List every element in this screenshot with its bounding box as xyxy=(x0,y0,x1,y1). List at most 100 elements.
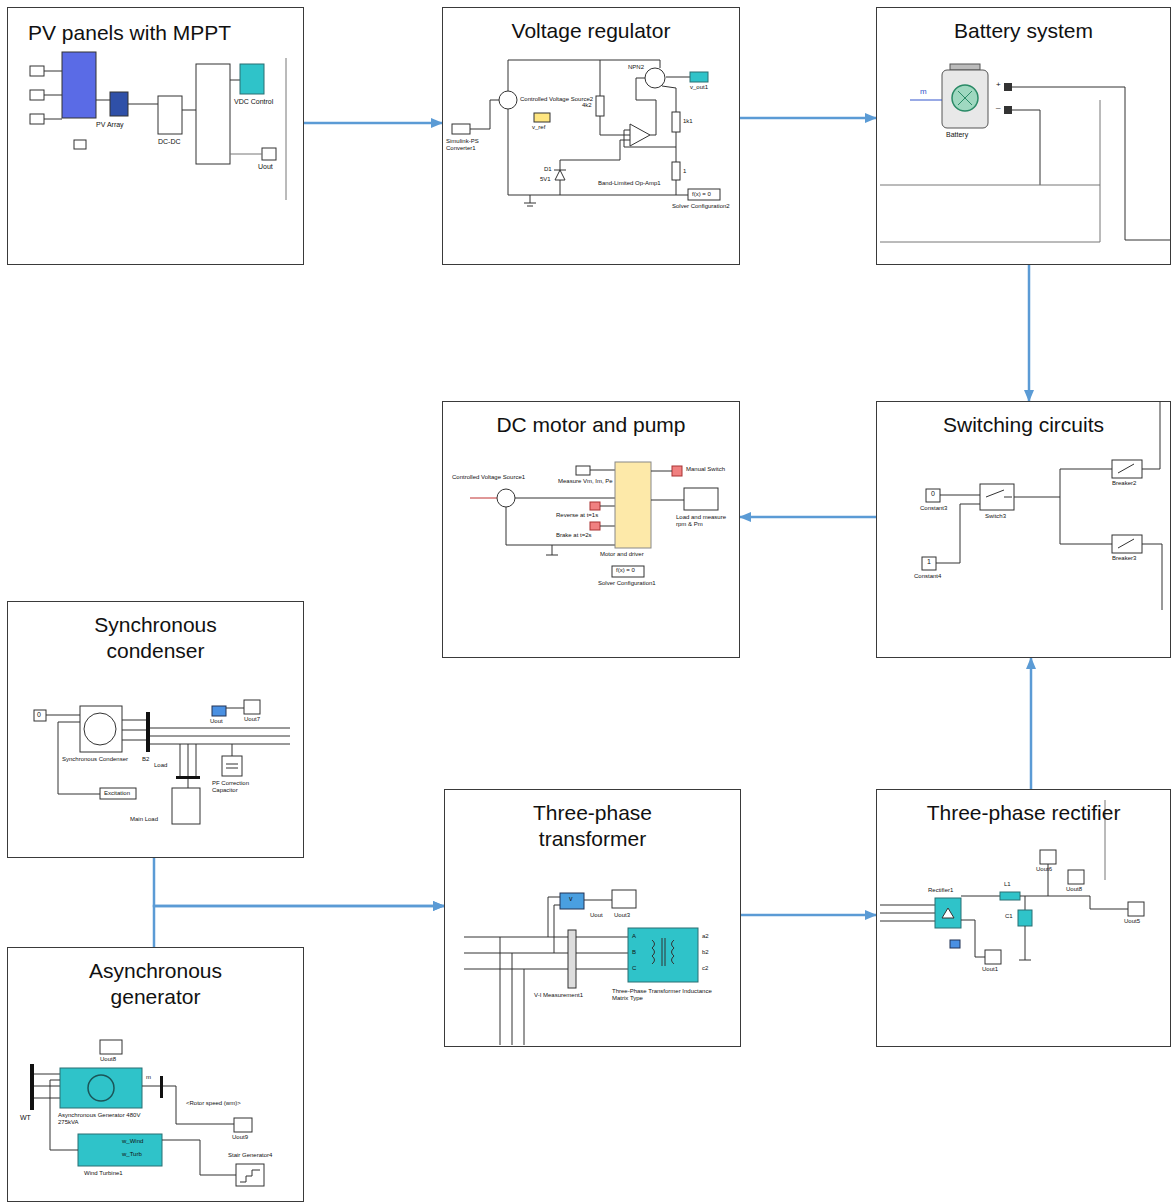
transformer-sketch-part xyxy=(652,940,655,964)
pv-model-sketch-part xyxy=(182,110,196,111)
transformer-sketch-part xyxy=(512,953,513,1045)
pv-model-sketch-part xyxy=(286,58,287,200)
model-panel: Asynchronous generator xyxy=(7,947,304,1202)
pv-model-sketch-part xyxy=(128,104,158,105)
block-label: DC-DC xyxy=(158,138,181,146)
block-label: Stair Generator4 xyxy=(228,1152,272,1159)
voltage-regulator-circuit-part xyxy=(676,180,677,195)
block-label: Brake at t=2s xyxy=(556,532,592,539)
block-label: v_out1 xyxy=(690,84,708,91)
block-label: Uout7 xyxy=(244,716,260,723)
block-label: Uout6 xyxy=(1036,866,1052,873)
switching-sketch-part xyxy=(936,504,980,563)
block-label: D1 xyxy=(544,166,552,173)
flow-arrow xyxy=(304,122,442,125)
model-panel: PV panels with MPPT xyxy=(7,7,304,265)
block-label: _ xyxy=(996,100,1000,109)
voltage-regulator-circuit-part xyxy=(690,72,708,82)
voltage-regulator-circuit-part xyxy=(596,96,604,116)
block-label: C xyxy=(632,965,636,972)
transformer-sketch-part xyxy=(464,953,568,954)
asynchronous-generator-sketch-part xyxy=(88,1075,114,1101)
synchronous-condenser-sketch-part xyxy=(172,788,200,824)
asynchronous-generator-sketch-part xyxy=(60,1068,142,1108)
panel-title: Three-phase rectifier xyxy=(889,800,1159,826)
voltage-regulator-circuit-part xyxy=(624,130,676,147)
transformer-sketch-part xyxy=(672,940,675,964)
flow-arrow xyxy=(740,117,876,120)
rectifier-sketch-part xyxy=(1019,960,1031,961)
synchronous-condenser-sketch-part xyxy=(226,708,244,709)
voltage-regulator-circuit-part xyxy=(534,113,550,122)
block-label: NPN2 xyxy=(628,64,644,71)
synchronous-condenser-sketch-part xyxy=(84,713,116,745)
block-label: 5V1 xyxy=(540,176,551,183)
transformer-sketch-part xyxy=(554,905,560,953)
voltage-regulator-circuit-part xyxy=(508,109,688,195)
battery-sketch-part xyxy=(958,91,972,105)
block-label: Synchronous Condenser xyxy=(62,756,128,763)
dc-motor-sketch-part xyxy=(515,498,615,499)
transformer-sketch-part xyxy=(576,937,628,938)
transformer-sketch-part xyxy=(524,969,525,1045)
voltage-regulator-circuit-part xyxy=(688,189,720,200)
block-label: Wind Turbine1 xyxy=(84,1170,123,1177)
dc-motor-sketch-part xyxy=(506,507,615,545)
panel-title: Three-phase transformer xyxy=(498,800,688,853)
block-label: Uout9 xyxy=(232,1134,248,1141)
switching-sketch-part xyxy=(922,557,936,570)
asynchronous-generator-sketch-part xyxy=(34,1086,60,1087)
transformer-sketch-part xyxy=(612,890,636,908)
voltage-regulator-circuit-part xyxy=(672,112,680,132)
block-label: 4k2 xyxy=(582,102,592,109)
rectifier-sketch-part xyxy=(1025,896,1026,910)
block-label: Asynchronous Generator 480V 275kVA xyxy=(58,1112,148,1126)
transformer-sketch-part xyxy=(560,893,584,909)
rectifier-sketch-part xyxy=(1018,910,1032,926)
pv-model-sketch-part xyxy=(30,114,44,124)
dc-motor-sketch-part xyxy=(612,566,644,577)
dc-motor-sketch-part xyxy=(590,470,615,471)
panel-title: Switching circuits xyxy=(889,412,1159,438)
dc-motor-sketch-part xyxy=(590,502,600,510)
voltage-regulator-circuit-part xyxy=(530,195,531,203)
block-label: f(x) = 0 xyxy=(692,191,711,198)
rectifier-sketch-part xyxy=(950,940,960,948)
flow-arrow xyxy=(741,914,876,917)
block-label: + xyxy=(996,80,1001,89)
switching-sketch-part xyxy=(1060,544,1112,545)
dc-motor-sketch-part xyxy=(590,522,600,530)
switching-sketch-part xyxy=(980,484,1014,510)
transformer-sketch-part xyxy=(662,938,663,966)
switching-sketch-part xyxy=(1112,535,1142,553)
model-panel: Battery system xyxy=(876,7,1171,265)
asynchronous-generator-sketch-part xyxy=(30,1064,34,1110)
block-label: Uout1 xyxy=(982,966,998,973)
switching-sketch-part xyxy=(1060,469,1061,544)
flow-arrow xyxy=(740,516,876,519)
block-label: PV Array xyxy=(96,121,124,129)
block-label: Uout8 xyxy=(1066,886,1082,893)
block-label: A xyxy=(632,933,636,940)
switching-sketch-part xyxy=(1142,544,1162,610)
block-label: Uout8 xyxy=(100,1056,116,1063)
block-label: Uout xyxy=(210,718,223,725)
battery-sketch-part xyxy=(952,85,978,111)
block-label: B2 xyxy=(142,756,149,763)
rectifier-sketch-part xyxy=(1000,892,1020,900)
block-label: Three-Phase Transformer Inductance Matri… xyxy=(612,988,722,1002)
block-label: 1 xyxy=(683,168,686,175)
pv-model-sketch-part xyxy=(62,52,96,118)
block-label: a2 xyxy=(702,933,709,940)
switching-sketch-part xyxy=(1060,469,1112,470)
synchronous-condenser-sketch-part xyxy=(150,728,290,729)
transformer-sketch-part xyxy=(584,900,612,901)
rectifier-sketch-part xyxy=(1128,902,1144,916)
block-label: Reverse at t=1s xyxy=(556,512,598,519)
pv-model-sketch-part xyxy=(74,140,86,149)
pv-model-sketch-part xyxy=(44,95,62,96)
synchronous-condenser-sketch-part xyxy=(196,744,197,776)
dc-motor-sketch-part xyxy=(470,498,497,499)
voltage-regulator-circuit-part xyxy=(508,60,660,91)
rectifier-sketch-part xyxy=(961,920,985,957)
